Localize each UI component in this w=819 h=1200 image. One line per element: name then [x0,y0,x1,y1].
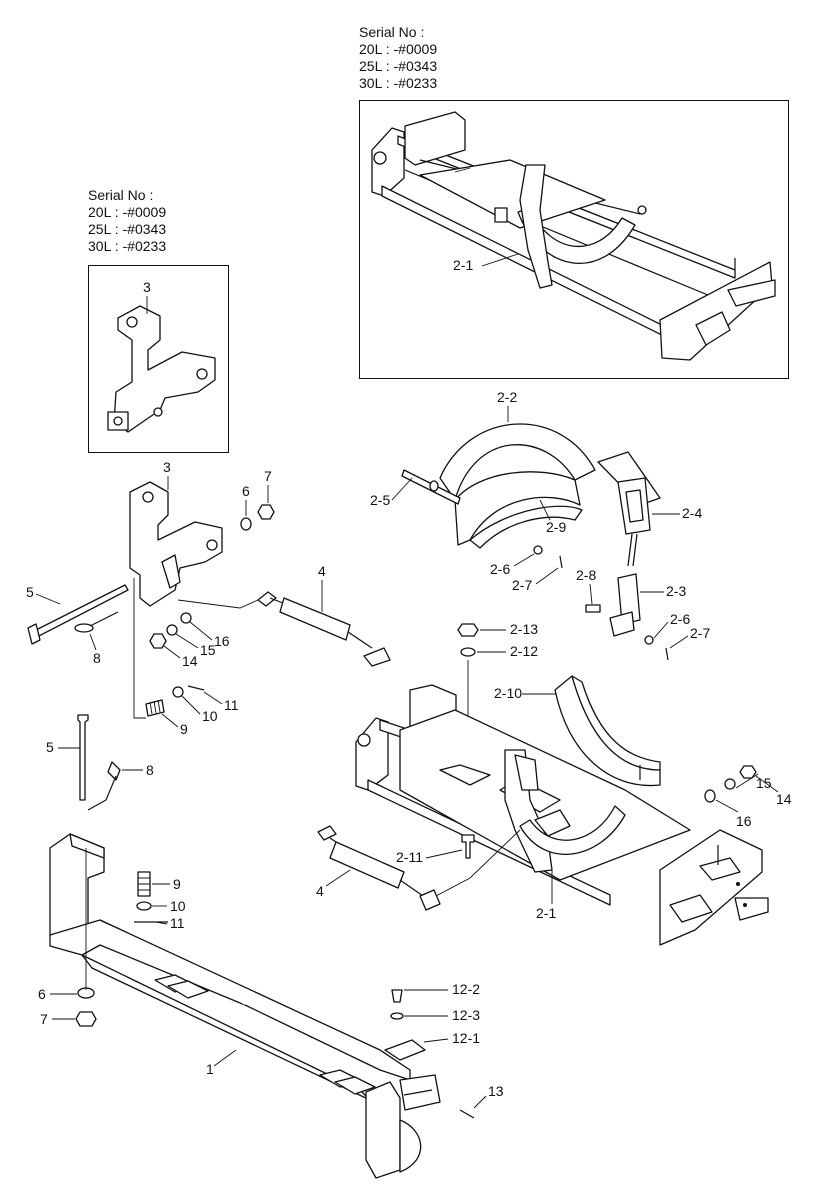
callout-washer-6-bottom: 6 [38,986,46,1002]
callout-pin-13: 13 [488,1083,504,1099]
serial-note-top: Serial No : 20L : -#0009 25L : -#0343 30… [359,24,437,92]
serial-note-top-title: Serial No : [359,24,425,40]
serial-note-left-30l: 30L : -#0233 [88,238,167,254]
callout-liner-2-10: 2-10 [494,685,522,701]
callout-latch-2-3: 2-3 [666,583,686,599]
callout-spring-9-top: 9 [180,721,188,737]
callout-spring-9-bottom: 9 [173,876,181,892]
callout-pin-11-bottom: 11 [170,915,185,931]
callout-washer-10-top: 10 [202,708,218,724]
bolt-2-11 [461,834,475,859]
serial-note-left: Serial No : 20L : -#0009 25L : -#0343 30… [88,187,166,255]
callout-pin-11-top: 11 [224,697,239,713]
bracket-assembly [27,481,275,719]
callout-washer-15-left: 15 [200,642,216,658]
callout-pin-8-top: 8 [93,650,101,666]
callout-nut-7-bottom: 7 [40,1011,48,1027]
callout-pin-2-5: 2-5 [370,492,390,508]
gas-spring-top [177,591,391,667]
callout-washer-10-bottom: 10 [170,898,186,914]
callout-washer-16-right: 16 [736,813,752,829]
frame-2-1 [355,684,769,946]
callout-nut-14-left: 14 [182,653,198,669]
inset-box-top [359,100,789,379]
right-fasteners [704,765,757,803]
callout-bolt-5-top: 5 [26,584,34,600]
serial-note-left-20l: 20L : -#0009 [88,204,167,220]
callout-frame-2-1: 2-1 [536,905,556,921]
callout-bolt-12-2: 12-2 [452,981,480,997]
callout-cover-2-2: 2-2 [497,389,517,405]
liner-2-10 [554,675,661,787]
callout-washer-15-right: 15 [756,775,772,791]
callout-nut-2-13: 2-13 [510,621,538,637]
callout-washer-12-3: 12-3 [452,1007,480,1023]
callout-gas-spring-4-top: 4 [318,563,326,579]
callout-box-top-2-1: 2-1 [453,257,473,273]
callout-clip-12-1: 12-1 [452,1030,480,1046]
callout-pin-2-7-right: 2-7 [690,625,710,641]
inset-frame-assembly [371,111,776,361]
cover-and-liners [401,423,596,569]
callout-box-left-3: 3 [143,279,151,295]
gas-spring-bottom [317,825,521,911]
callouts: 2-1 3 3 6 7 4 5 8 16 15 14 11 10 9 5 8 9 [26,253,792,1109]
callout-nut-14-right: 14 [776,791,792,807]
inset-bracket [107,305,216,433]
callout-bracket-3: 3 [163,459,171,475]
callout-gas-spring-4-bottom: 4 [316,883,324,899]
callout-pin-8-mid: 8 [146,762,154,778]
callout-bolt-2-11: 2-11 [396,849,423,865]
serial-note-left-title: Serial No : [88,187,154,203]
callout-handle-2-4: 2-4 [682,505,702,521]
callout-nut-7-top: 7 [264,468,272,484]
serial-note-top-20l: 20L : -#0009 [359,41,438,57]
callout-pin-2-7-left: 2-7 [512,577,532,593]
callout-washer-2-6-left: 2-6 [490,561,510,577]
callout-bolt-5-mid: 5 [46,739,54,755]
callout-frame-1: 1 [206,1061,214,1077]
mid-left-fasteners [77,714,168,923]
callout-liner-2-9: 2-9 [546,519,566,535]
serial-note-top-25l: 25L : -#0343 [359,58,438,74]
inset-box-left [88,265,229,453]
callout-washer-6-top: 6 [242,483,250,499]
callout-bolt-2-8: 2-8 [576,567,596,583]
serial-note-left-25l: 25L : -#0343 [88,221,167,237]
callout-washer-2-6-right: 2-6 [670,611,690,627]
latch-parts [585,451,669,661]
main-frame [49,833,475,1179]
callout-washer-2-12: 2-12 [510,643,538,659]
callout-washer-16-left: 16 [214,633,230,649]
serial-note-top-30l: 30L : -#0233 [359,75,438,91]
